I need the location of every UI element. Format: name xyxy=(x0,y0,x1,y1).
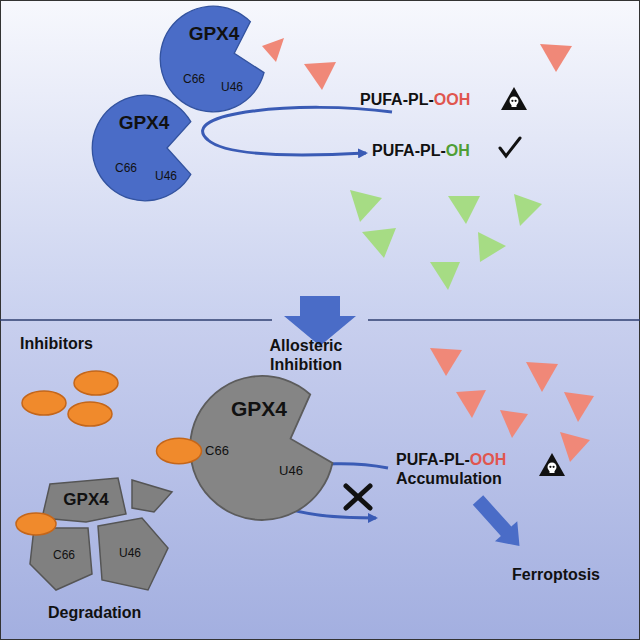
enzyme-shape: GPX4C66U46 xyxy=(90,93,200,203)
toxic-icon xyxy=(539,453,565,476)
block-arrow xyxy=(467,490,531,556)
enzyme-name: GPX4 xyxy=(119,113,170,134)
enzyme-outline xyxy=(158,4,268,114)
peroxide-wedges xyxy=(430,348,594,462)
check-mark xyxy=(500,138,520,156)
top-panel xyxy=(0,0,640,320)
enzyme-outline xyxy=(30,478,190,596)
alcohol-wedges xyxy=(350,190,542,290)
enzyme-shape: GPX4C66U46 xyxy=(187,373,337,523)
residue-label: U46 xyxy=(221,81,243,94)
residue-label: C66 xyxy=(183,73,205,86)
mechanism-label: Allosteric Inhibition xyxy=(248,336,364,374)
block-cross xyxy=(346,486,370,508)
degradation-label: Degradation xyxy=(48,603,141,622)
enzyme-outline xyxy=(90,93,200,203)
residue-label: U46 xyxy=(119,547,141,560)
substrate-label: PUFA-PL-OOH xyxy=(360,90,470,109)
residue-label: C66 xyxy=(53,549,75,562)
residue-label: C66 xyxy=(115,162,137,175)
residue-label: U46 xyxy=(155,170,177,183)
enzyme-name: GPX4 xyxy=(63,491,108,510)
toxic-icon xyxy=(501,87,527,110)
reaction-arrow xyxy=(203,107,392,155)
divider-line xyxy=(0,319,272,321)
residue-label: U46 xyxy=(279,464,303,478)
product-label: PUFA-PL-OH xyxy=(372,141,470,160)
divider-line xyxy=(368,319,640,321)
inhibitor-ellipses xyxy=(22,371,118,426)
enzyme-name: GPX4 xyxy=(231,397,287,420)
peroxide-wedges xyxy=(262,38,572,90)
degraded-enzyme: GPX4C66 U46 xyxy=(30,478,190,596)
inhibitors-label: Inhibitors xyxy=(20,334,93,353)
outcome-label: Ferroptosis xyxy=(512,565,600,584)
bottom-panel xyxy=(0,320,640,640)
enzyme-name: GPX4 xyxy=(189,24,240,45)
enzyme-shape: GPX4C66U46 xyxy=(158,4,268,114)
accumulation-label: PUFA-PL-OOH Accumulation xyxy=(396,450,536,488)
residue-label: C66 xyxy=(205,444,229,458)
